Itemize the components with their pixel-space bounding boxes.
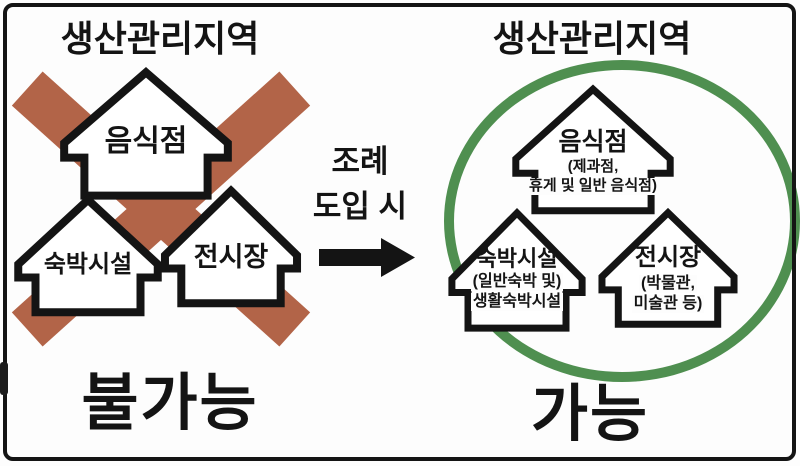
edge-tab-mark (0, 362, 8, 395)
house-sublabel-2: 미술관 등) (631, 295, 705, 313)
house-lodging-left: 숙박시설 (13, 194, 163, 318)
house-label: 숙박시설 (476, 246, 558, 271)
house-icon (160, 185, 302, 309)
zone-title-right: 생산관리지역 (492, 18, 692, 59)
house-label: 전시장 (634, 244, 702, 271)
verdict-impossible: 불가능 (81, 369, 259, 438)
house-label: 전시장 (193, 242, 269, 272)
verdict-possible: 가능 (530, 380, 650, 449)
ordinance-line1: 조례 (331, 144, 389, 179)
right-arrow-icon (319, 238, 415, 277)
ordinance-line2: 도입 시 (312, 188, 408, 224)
house-icon (58, 66, 234, 202)
zone-title-left: 생산관리지역 (60, 18, 260, 59)
house-icon (13, 194, 163, 318)
house-restaurant-left: 음식점 (58, 66, 234, 202)
house-sublabel-2: 휴게 및 일반 음식점) (527, 177, 659, 195)
house-sublabel-1: (박물관, (639, 275, 697, 293)
house-sublabel-2: 생활숙박시설 (470, 293, 564, 311)
house-label: 음식점 (558, 128, 628, 156)
house-exhibition-left: 전시장 (160, 185, 302, 309)
house-exhibition-right: 전시장 (박물관, 미술관 등) (597, 207, 739, 330)
house-lodging-right: 숙박시설 (일반숙박 및) 생활숙박시설 (447, 207, 587, 334)
house-label: 음식점 (104, 125, 188, 158)
ordinance-condition-text: 조례 도입 시 (300, 140, 420, 230)
house-sublabel-1: (일반숙박 및) (470, 273, 564, 291)
house-label: 숙박시설 (43, 251, 133, 278)
house-restaurant-right: 음식점 (제과점, 휴게 및 일반 음식점) (510, 83, 676, 217)
house-sublabel-1: (제과점, (565, 158, 621, 176)
